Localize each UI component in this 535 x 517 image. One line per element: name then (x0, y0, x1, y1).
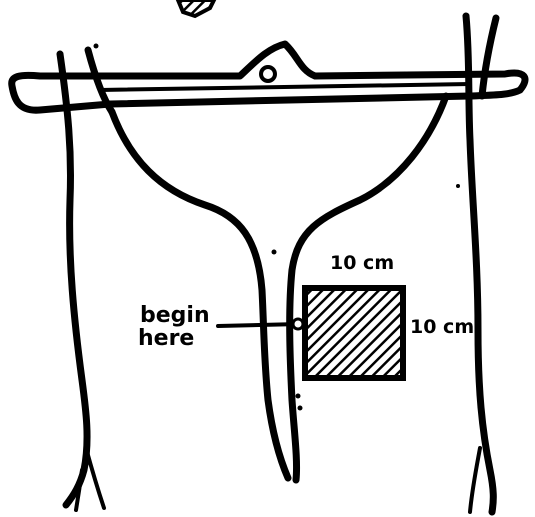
begin-label: begin (140, 305, 210, 327)
midline-dot (272, 250, 277, 255)
right-body-inner (482, 18, 496, 96)
left-leg-lines (76, 448, 104, 510)
bar-ring (261, 67, 275, 81)
midline-dot (298, 406, 303, 411)
bar-inner-line (100, 84, 470, 90)
right-leg-lines (470, 448, 480, 512)
begin-pointer-line (218, 324, 300, 326)
stray-dot (456, 184, 460, 188)
here-label: here (138, 328, 194, 350)
left-body-outline (60, 54, 87, 505)
midline-dot (296, 394, 301, 399)
stray-dot (94, 44, 99, 49)
top-scribble (178, 0, 214, 16)
incision-area (305, 288, 403, 378)
left-rib-curve (112, 112, 288, 478)
width-label: 10 cm (330, 254, 394, 273)
height-label: 10 cm (410, 318, 474, 337)
begin-point (293, 319, 303, 329)
